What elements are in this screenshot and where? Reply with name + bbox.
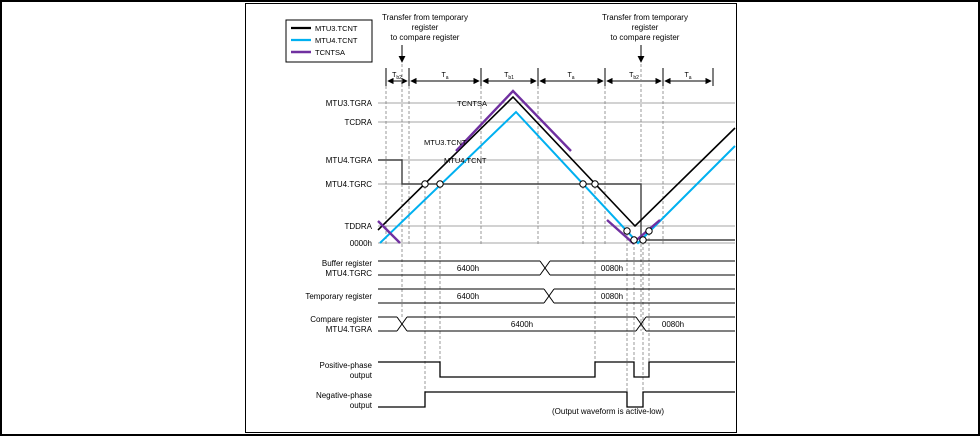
legend-label-mtu3-tcnt: MTU3.TCNT xyxy=(315,24,358,33)
compare-register-track xyxy=(378,316,735,332)
period-label-ta-1: Ta xyxy=(441,72,448,81)
legend-label-tcntsa: TCNTSA xyxy=(315,48,345,57)
legend: MTU3.TCNT MTU4.TCNT TCNTSA xyxy=(285,19,373,63)
transfer-left-line2: register xyxy=(412,23,439,32)
buffer-register-value-after: 0080h xyxy=(601,264,623,273)
buffer-register-track xyxy=(378,260,735,276)
level-label-tcdra: TCDRA xyxy=(344,118,372,127)
level-label-mtu4-tgrc: MTU4.TGRC xyxy=(325,180,372,189)
mtu3-tcnt-waveform xyxy=(377,95,736,231)
positive-phase-label-line2: output xyxy=(350,371,373,380)
period-label-ta-2: Ta xyxy=(567,72,574,81)
period-label-ta-3: Ta xyxy=(684,72,691,81)
compare-match-markers xyxy=(421,180,653,244)
period-labels: Tb2 Ta Tb1 Ta Tb2 Ta xyxy=(392,72,692,81)
row-labels: Buffer register MTU4.TGRC Temporary regi… xyxy=(305,259,372,410)
period-label-tb1: Tb1 xyxy=(504,72,514,81)
transfer-right-line1: Transfer from temporary xyxy=(602,13,688,22)
temporary-register-value-before: 6400h xyxy=(457,292,479,301)
legend-label-mtu4-tcnt: MTU4.TCNT xyxy=(315,36,358,45)
period-label-tb2-2: Tb2 xyxy=(629,72,639,81)
compare-level-step-line xyxy=(378,159,735,241)
mtu4-tcnt-waveform xyxy=(379,110,736,245)
level-labels: MTU3.TGRA TCDRA MTU4.TGRA MTU4.TGRC TDDR… xyxy=(325,99,372,248)
compare-register-label-line1: Compare register xyxy=(310,315,372,324)
negative-phase-label-line2: output xyxy=(350,401,373,410)
buffer-register-label-line2: MTU4.TGRC xyxy=(325,269,372,278)
temporary-register-value-after: 0080h xyxy=(601,292,623,301)
buffer-register-value-before: 6400h xyxy=(457,264,479,273)
negative-phase-output-waveform xyxy=(378,391,735,408)
buffer-register-label-line1: Buffer register xyxy=(322,259,372,268)
compare-register-value-after: 0080h xyxy=(662,320,684,329)
compare-register-value-before: 6400h xyxy=(511,320,533,329)
transfer-right-line2: register xyxy=(632,23,659,32)
curve-label-mtu4-tcnt: MTU4.TCNT xyxy=(444,156,487,165)
level-label-mtu4-tgra: MTU4.TGRA xyxy=(326,156,373,165)
diagram-border xyxy=(245,3,737,433)
curve-label-mtu3-tcnt: MTU3.TCNT xyxy=(424,138,467,147)
transfer-right-line3: to compare register xyxy=(611,33,680,42)
period-label-tb2-1: Tb2 xyxy=(392,72,402,81)
compare-register-label-line2: MTU4.TGRA xyxy=(326,325,373,334)
temporary-register-track xyxy=(378,288,735,304)
temporary-register-label: Temporary register xyxy=(305,292,372,301)
transfer-annotation-right: Transfer from temporary register to comp… xyxy=(602,13,688,63)
footnote-active-low: (Output waveform is active-low) xyxy=(552,407,664,416)
level-label-0000h: 0000h xyxy=(350,239,372,248)
curve-label-tcntsa: TCNTSA xyxy=(457,99,487,108)
negative-phase-label-line1: Negative-phase xyxy=(316,391,373,400)
transfer-left-line1: Transfer from temporary xyxy=(382,13,468,22)
level-label-mtu3-tgra: MTU3.TGRA xyxy=(326,99,373,108)
level-label-tddra: TDDRA xyxy=(344,222,372,231)
tcntsa-segment-crest xyxy=(455,89,572,152)
transfer-left-line3: to compare register xyxy=(391,33,460,42)
positive-phase-label-line1: Positive-phase xyxy=(320,361,373,370)
transfer-annotation-left: Transfer from temporary register to comp… xyxy=(382,13,468,63)
tcntsa-segment-left xyxy=(377,220,401,244)
positive-phase-output-waveform xyxy=(378,361,735,378)
period-ticks xyxy=(385,68,714,86)
